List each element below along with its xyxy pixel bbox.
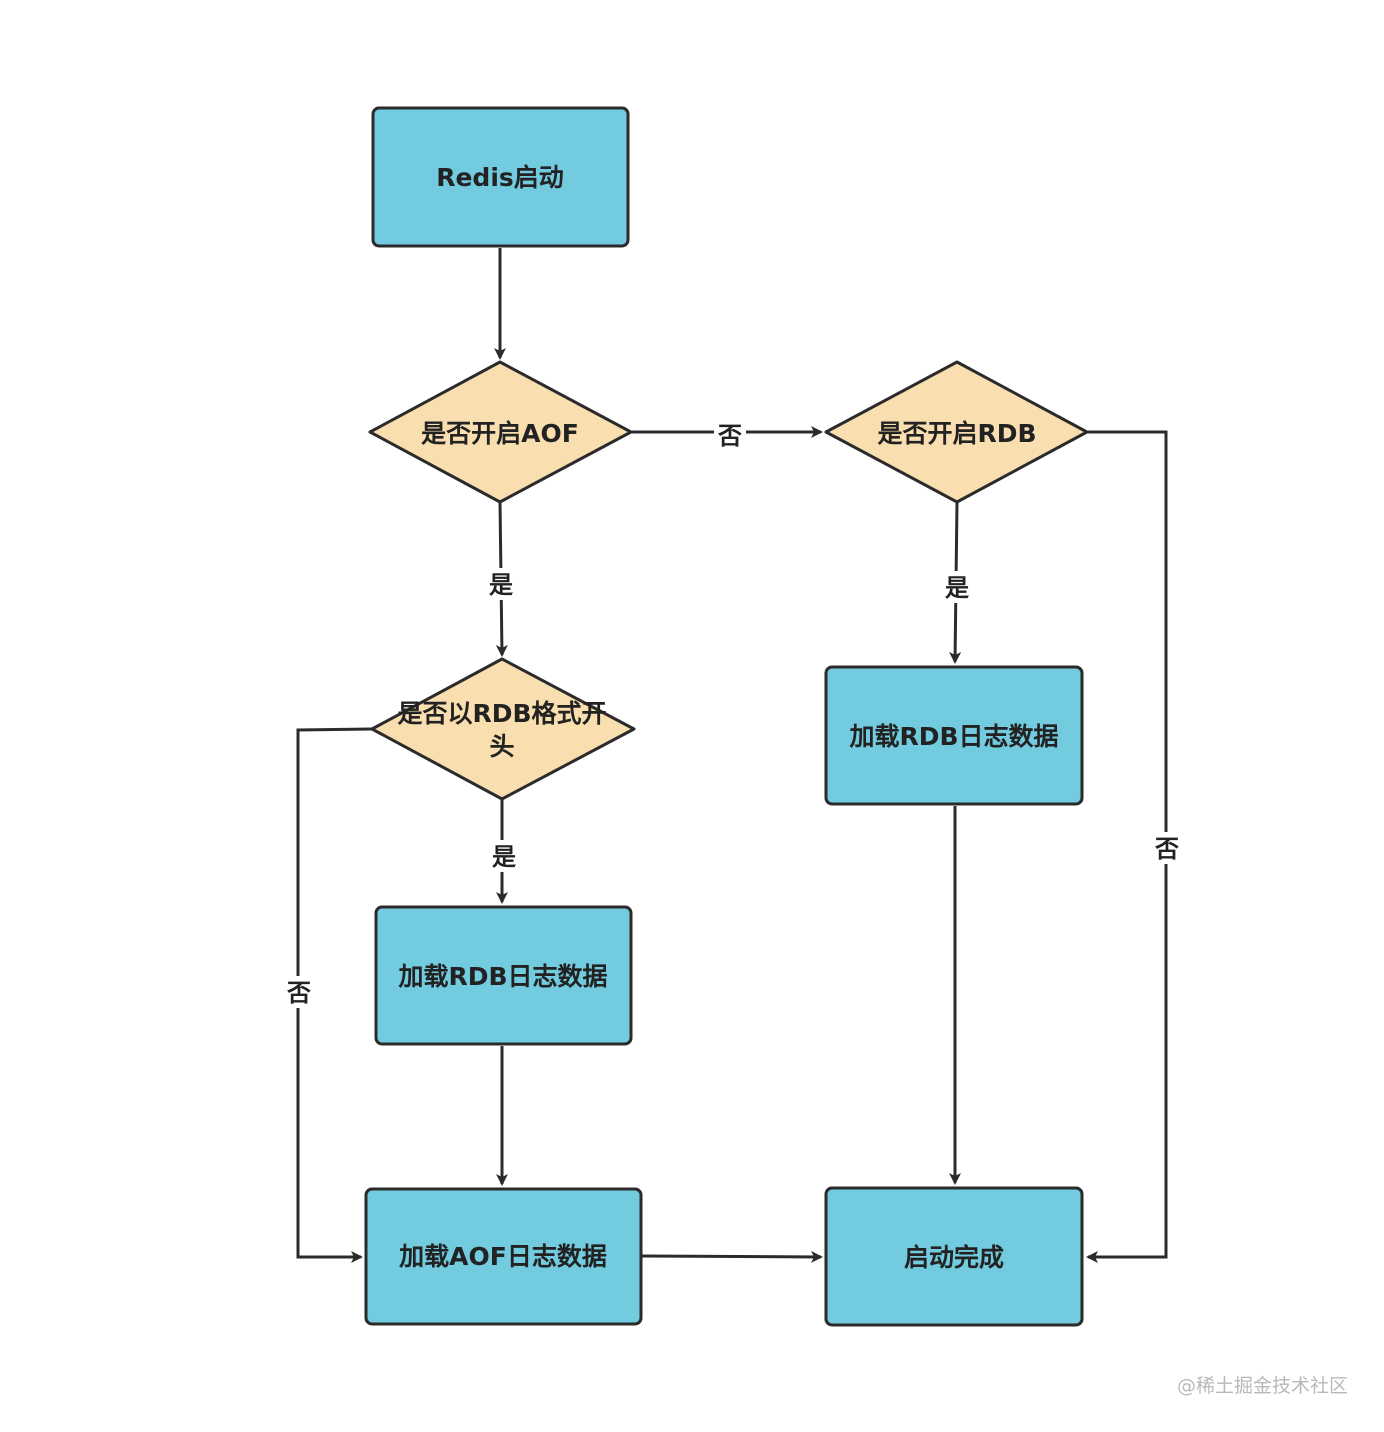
edge-label-aof-no: 否 (717, 422, 742, 450)
edge-labels: 否 是 是 是 否 否 (283, 418, 1183, 1008)
node-load-aof: 加载AOF日志数据 (364, 1187, 643, 1326)
node-load-rdb-right: 加载RDB日志数据 (824, 665, 1084, 806)
edge-label-rdb-no: 否 (1154, 835, 1179, 863)
node-load-aof-label: 加载AOF日志数据 (398, 1242, 607, 1271)
node-rdb-enabled-label: 是否开启RDB (877, 419, 1036, 448)
watermark: @稀土掘金技术社区 (1176, 1375, 1348, 1397)
node-start-label: Redis启动 (436, 163, 564, 192)
node-load-rdb-left: 加载RDB日志数据 (374, 905, 633, 1046)
node-aof-enabled-label: 是否开启AOF (421, 419, 579, 448)
edge-label-aof-yes: 是 (489, 571, 513, 599)
edge-label-rdb-yes: 是 (945, 574, 969, 602)
node-rdb-prefix-label-line2: 头 (489, 732, 514, 761)
node-start: Redis启动 (371, 106, 630, 248)
node-aof-enabled-decision: 是否开启AOF (368, 360, 633, 504)
edge-label-prefix-yes: 是 (492, 843, 516, 871)
node-done-label: 启动完成 (904, 1243, 1004, 1272)
node-load-rdb-right-label: 加载RDB日志数据 (848, 722, 1058, 751)
node-rdb-prefix-label-line1: 是否以RDB格式开 (397, 699, 606, 728)
node-rdb-enabled-decision: 是否开启RDB (824, 360, 1089, 504)
edge-load-aof-to-done (641, 1250, 823, 1263)
node-rdb-prefix-decision: 是否以RDB格式开 头 (370, 657, 636, 801)
edge-label-prefix-no: 否 (286, 979, 311, 1007)
node-load-rdb-left-label: 加载RDB日志数据 (397, 962, 607, 991)
node-done: 启动完成 (824, 1186, 1084, 1327)
